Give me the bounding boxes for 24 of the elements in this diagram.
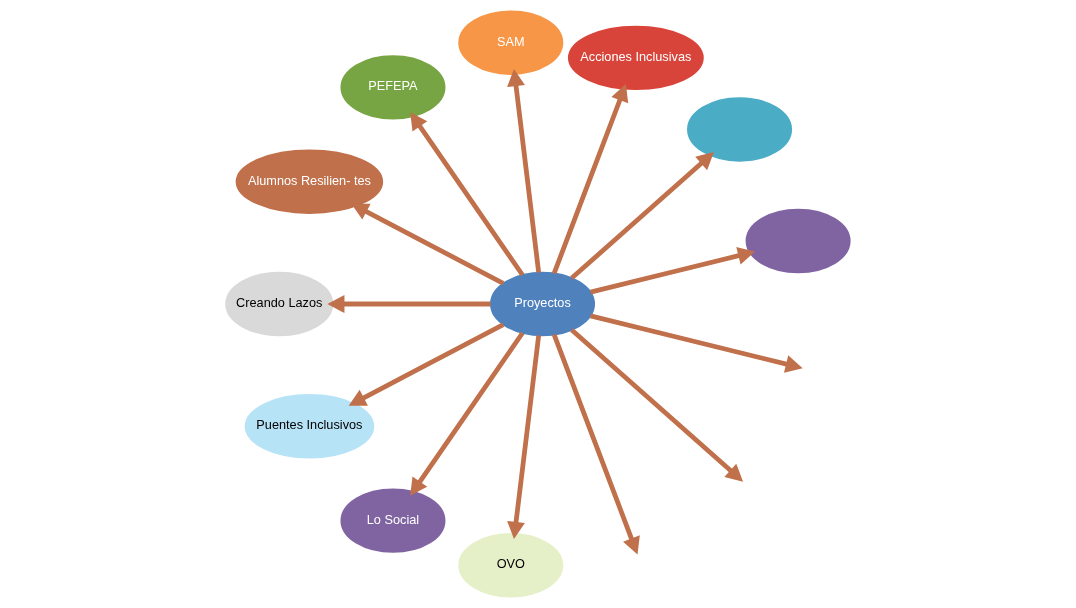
- arrow: [351, 203, 505, 286]
- node-ellipse: OVO: [458, 533, 564, 598]
- arrow: [327, 295, 491, 313]
- node-circle: [745, 208, 851, 274]
- node-ellipse: Puentes Inclusivos: [244, 394, 375, 459]
- arrow: [507, 69, 542, 273]
- node-ellipse: SAM: [458, 10, 564, 75]
- node-ellipse: Alumnos Resilien- tes: [235, 149, 384, 214]
- arrow: [507, 335, 542, 539]
- node-circle: [687, 97, 793, 162]
- arrow: [410, 112, 525, 277]
- arrow: [551, 333, 640, 555]
- arrow: [590, 313, 803, 373]
- arrow: [551, 84, 629, 275]
- arrow: [410, 331, 525, 496]
- arrow: [570, 328, 744, 482]
- node-ellipse: Lo Social: [340, 488, 446, 553]
- node-ellipse: PEFEPA: [340, 55, 446, 120]
- node-ellipse: Creando Lazos: [225, 271, 334, 337]
- node-ellipse: Proyectos: [490, 271, 595, 337]
- arrow: [570, 152, 714, 280]
- arrow: [590, 247, 755, 295]
- arrow: [348, 322, 505, 406]
- node-ellipse: Acciones Inclusivas: [567, 25, 704, 91]
